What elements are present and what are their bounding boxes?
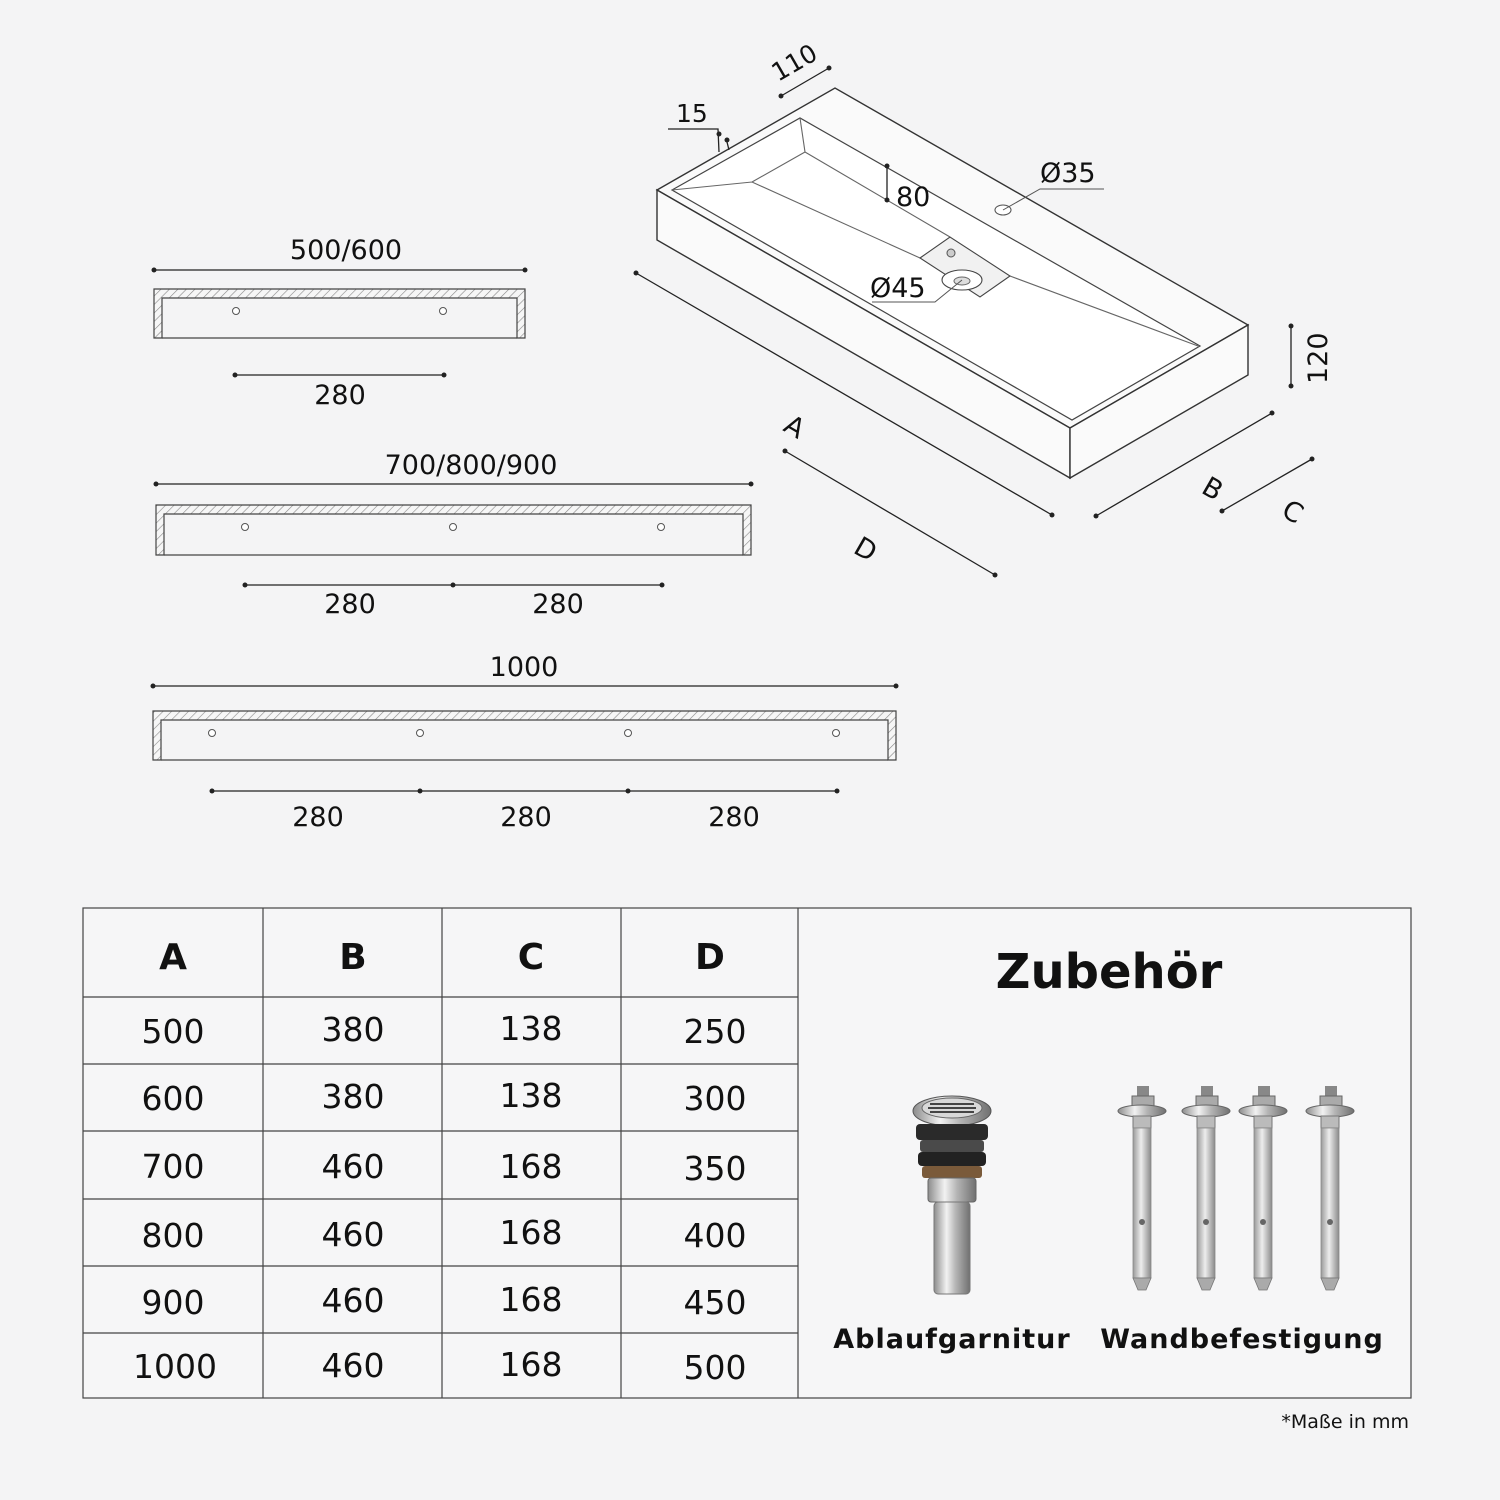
dim-15: 15 xyxy=(676,99,708,128)
table-cell: 460 xyxy=(322,1147,385,1186)
bracket-spacing: 280 xyxy=(532,589,584,620)
table-cell: 460 xyxy=(322,1215,385,1254)
table-cell: 380 xyxy=(322,1010,385,1049)
bracket-spacing: 280 xyxy=(292,802,344,833)
table-header-a: A xyxy=(159,937,187,978)
table-cell: 460 xyxy=(322,1281,385,1320)
table-cell: 500 xyxy=(684,1348,747,1387)
table-cell: 500 xyxy=(142,1012,205,1051)
dim-letter-a: A xyxy=(779,409,811,445)
bracket-spacing: 280 xyxy=(500,802,552,833)
table-cell: 250 xyxy=(684,1012,747,1051)
basin-isometric-view xyxy=(655,87,1250,480)
table-header-c: C xyxy=(518,937,544,978)
dim-80: 80 xyxy=(896,182,930,213)
bracket-spacing: 280 xyxy=(324,589,376,620)
table-cell: 600 xyxy=(142,1079,205,1118)
accessories-title: Zubehör xyxy=(996,944,1223,1000)
table-cell: 900 xyxy=(142,1283,205,1322)
table-cell: 1000 xyxy=(133,1347,217,1386)
dim-110: 110 xyxy=(767,38,823,87)
table-cell: 800 xyxy=(142,1216,205,1255)
table-cell: 460 xyxy=(322,1346,385,1385)
bracket-1000: 1000 280 280 280 xyxy=(150,652,899,833)
table-header-b: B xyxy=(339,937,366,978)
drain-hole-inner xyxy=(953,276,971,286)
basin-slope-lines xyxy=(671,117,1199,347)
basin-side-face xyxy=(1069,323,1249,480)
bracket-500-600: 500/600 280 xyxy=(151,235,528,411)
bracket-spacing: 280 xyxy=(314,380,366,411)
table-cell: 450 xyxy=(684,1283,747,1322)
dim-d35: Ø35 xyxy=(1040,158,1096,189)
drain-valve-icon xyxy=(912,1095,992,1295)
wall-bolt-icon xyxy=(1117,1086,1355,1291)
table-cell: 168 xyxy=(500,1280,563,1319)
bracket-700-800-900: 700/800/900 280 280 xyxy=(153,450,754,620)
dim-letter-c: C xyxy=(1277,494,1309,530)
dimension-table: A B C D 500 380 138 250 600 380 138 300 … xyxy=(82,907,1412,1399)
units-footnote: *Maße in mm xyxy=(1281,1411,1409,1433)
bracket-width: 1000 xyxy=(490,652,559,683)
table-cell: 380 xyxy=(322,1077,385,1116)
table-cell: 138 xyxy=(500,1076,563,1115)
accessory-label: Wandbefestigung xyxy=(1100,1324,1384,1355)
table-cell: 350 xyxy=(684,1149,747,1188)
table-cell: 400 xyxy=(684,1216,747,1255)
bracket-width: 700/800/900 xyxy=(385,450,558,481)
table-header-d: D xyxy=(695,937,725,978)
table-cell: 138 xyxy=(500,1009,563,1048)
bracket-width: 500/600 xyxy=(290,235,402,266)
table-cell: 700 xyxy=(142,1147,205,1186)
table-cell: 300 xyxy=(684,1079,747,1118)
dim-letter-d: D xyxy=(849,531,883,568)
table-cell: 168 xyxy=(500,1147,563,1186)
dim-d45: Ø45 xyxy=(870,273,926,304)
table-cell: 168 xyxy=(500,1345,563,1384)
overflow-screw xyxy=(946,248,956,258)
accessory-label: Ablaufgarnitur xyxy=(833,1324,1070,1355)
dim-120: 120 xyxy=(1303,332,1334,384)
dim-letter-b: B xyxy=(1197,471,1229,507)
bracket-spacing: 280 xyxy=(708,802,760,833)
table-cell: 168 xyxy=(500,1213,563,1252)
accessories-panel: Zubehör Ablaufgarnitur xyxy=(833,944,1384,1355)
